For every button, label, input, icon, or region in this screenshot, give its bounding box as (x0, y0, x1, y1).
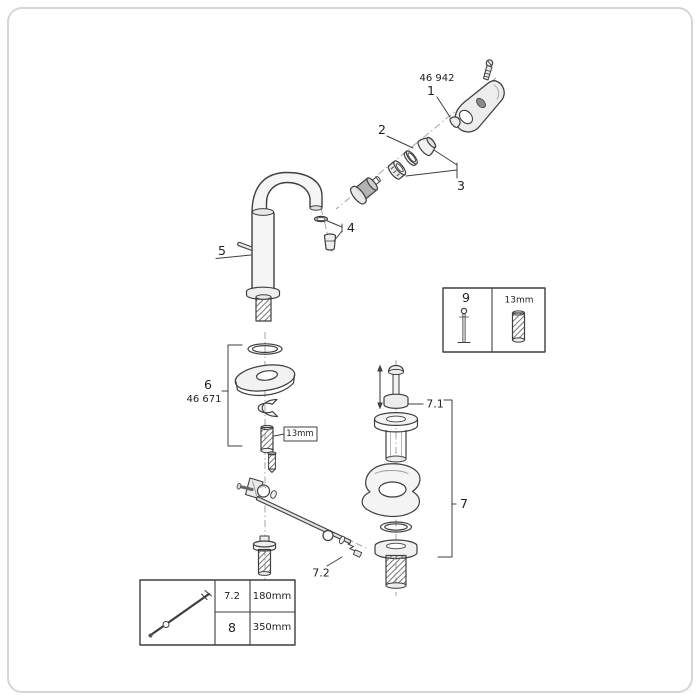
callout-1-number: 1 (427, 82, 435, 98)
dome-cap-drawing (417, 136, 437, 157)
wrench-size-label-part6: 13mm (286, 428, 314, 439)
callout-4-number: 4 (347, 219, 355, 235)
callout-2-number: 2 (378, 121, 386, 137)
handle-screw-drawing (483, 59, 494, 81)
aerator-parts-drawing (313, 215, 337, 251)
size-table-row0-part: 7.2 (224, 591, 240, 602)
callout-leaders (215, 96, 458, 567)
callout-7-number: 7 (460, 495, 468, 511)
mounting-parts-drawing (234, 343, 318, 454)
wrench-size-label-box9: 13mm (504, 295, 534, 306)
callout-3-number: 3 (457, 177, 465, 193)
trim-ring-drawing (403, 150, 418, 167)
faucet-body-drawing (237, 171, 323, 322)
callout-9-number: 9 (462, 289, 470, 305)
lever-handle-drawing (454, 80, 505, 133)
tool-box-drawing (442, 287, 546, 353)
page-border (7, 7, 693, 693)
drain-assembly-drawing (361, 364, 421, 589)
rod-size-box-drawing (139, 579, 296, 646)
callout-6-number: 6 (204, 376, 212, 392)
callout-5-number: 5 (218, 242, 226, 258)
cartridge-nut-drawing (387, 160, 407, 180)
callout-6-code-label: 46 671 (186, 394, 222, 405)
size-table-row1-part: 8 (228, 619, 236, 635)
callout-7-1-number: 7.1 (426, 397, 444, 411)
size-table-row0-length: 180mm (252, 591, 292, 602)
pivot-rod-drawing (236, 451, 363, 576)
callout-7-2-number: 7.2 (312, 566, 330, 580)
screw-cover-cap-drawing (449, 116, 461, 129)
size-table-row1-length: 350mm (252, 622, 292, 633)
cartridge-drawing (350, 176, 381, 205)
callout-1-code-label: 46 942 (419, 73, 455, 84)
